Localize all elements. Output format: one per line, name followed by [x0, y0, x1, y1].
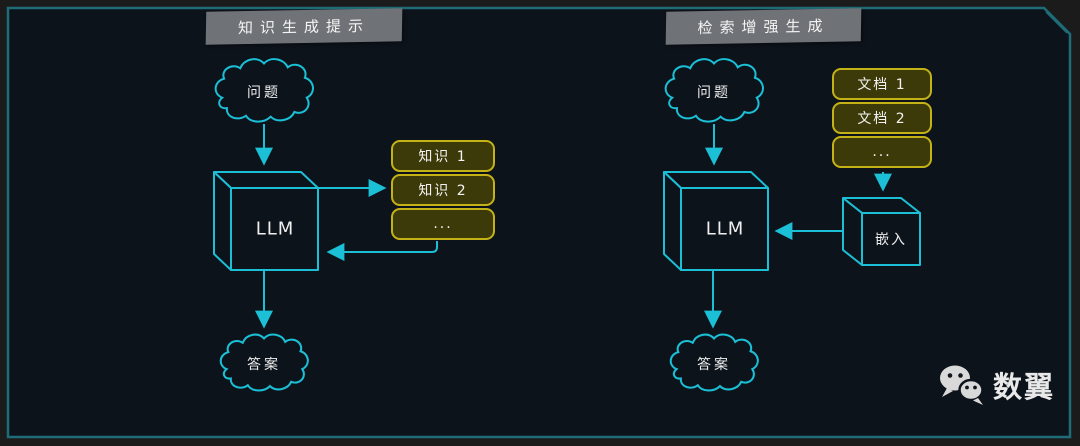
- document-box-2: 文档 2: [832, 102, 932, 134]
- llm-cube-left: [213, 171, 319, 271]
- panel-title-banner-right: 检索增强生成: [665, 8, 862, 45]
- panel-title-left: 知识生成提示: [237, 16, 371, 38]
- connectors: [255, 124, 892, 329]
- knowledge-box-1-label: 知识 1: [418, 149, 468, 165]
- page-fold-crease: [1045, 11, 1068, 34]
- knowledge-box-more: ...: [391, 208, 495, 240]
- knowledge-box-2: 知识 2: [391, 174, 495, 206]
- arrow-knowledge-to-llm: [326, 241, 438, 261]
- knowledge-box-1: 知识 1: [391, 140, 495, 172]
- watermark: 数翼: [938, 364, 1055, 406]
- llm-label-right: LLM: [705, 218, 745, 240]
- wechat-icon: [940, 365, 984, 405]
- question-label-right: 问题: [697, 85, 731, 101]
- document-box-2-label: 文档 2: [857, 111, 907, 127]
- knowledge-box-more-label: ...: [433, 216, 453, 232]
- answer-label-right: 答案: [697, 357, 731, 373]
- panel-title-banner-left: 知识生成提示: [205, 8, 403, 45]
- knowledge-box-2-label: 知识 2: [418, 183, 468, 199]
- llm-cube-right: [663, 171, 769, 271]
- question-label-left: 问题: [247, 85, 281, 101]
- llm-label-left: LLM: [255, 218, 295, 240]
- document-box-more-label: ...: [872, 144, 892, 160]
- brand-name: 数翼: [993, 370, 1056, 404]
- embedding-label: 嵌入: [875, 232, 907, 248]
- document-box-more: ...: [832, 136, 932, 168]
- panel-title-right: 检索增强生成: [697, 16, 830, 38]
- document-box-1-label: 文档 1: [857, 77, 907, 93]
- document-box-1: 文档 1: [832, 68, 932, 100]
- embedding-cube: [842, 197, 921, 266]
- answer-label-left: 答案: [247, 357, 281, 373]
